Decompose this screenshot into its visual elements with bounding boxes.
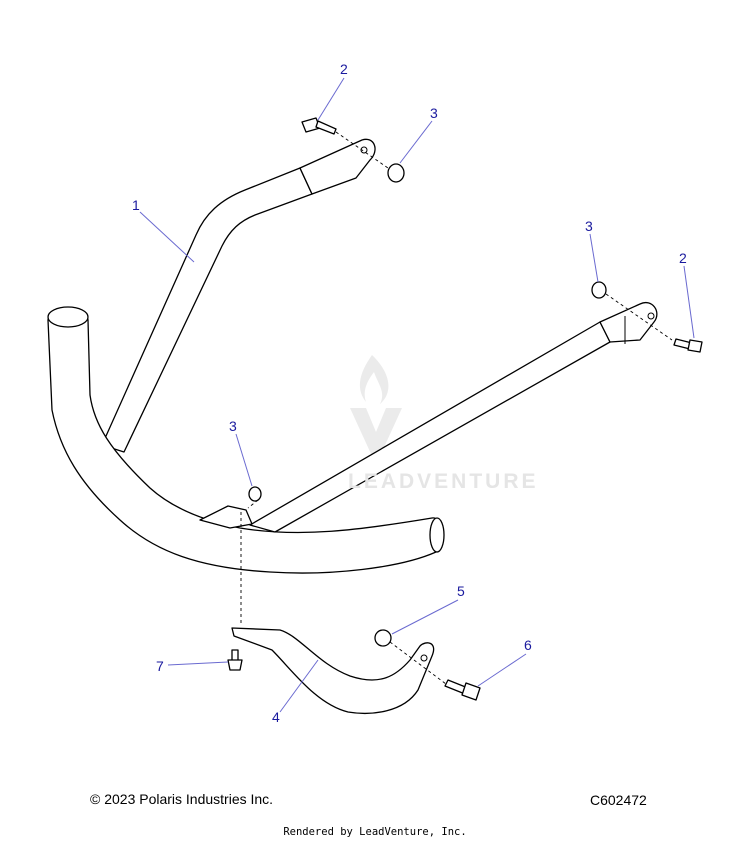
installation-lines — [240, 131, 673, 685]
nut-part-3-middle — [248, 486, 262, 502]
bolt-part-2-top — [301, 117, 337, 135]
copyright-text: © 2023 Polaris Industries Inc. — [90, 791, 274, 807]
callout-6: 6 — [524, 637, 532, 653]
callout-7: 7 — [156, 658, 164, 674]
leader-lines — [139, 77, 695, 713]
callout-3-middle: 3 — [229, 418, 237, 434]
bumper-tube-part-1 — [47, 138, 658, 574]
nut-part-3-top — [387, 163, 405, 183]
callout-4: 4 — [272, 709, 280, 725]
bolt-part-7 — [227, 649, 243, 671]
diagram-code: C602472 — [590, 792, 647, 808]
bolt-part-2-right — [673, 338, 703, 353]
callout-3-top: 3 — [430, 105, 438, 121]
leadventure-logo-watermark — [350, 355, 402, 456]
callout-5: 5 — [457, 583, 465, 599]
lower-brace-part-4 — [231, 627, 435, 715]
bolt-part-6 — [444, 679, 481, 701]
callout-2-top: 2 — [340, 61, 348, 77]
nut-part-3-right — [591, 281, 607, 299]
callout-3-right: 3 — [585, 218, 593, 234]
nut-part-5 — [374, 629, 392, 647]
rendered-by-text: Rendered by LeadVenture, Inc. — [283, 826, 467, 838]
watermark-text: LEADVENTURE — [348, 470, 539, 493]
callout-1: 1 — [132, 197, 140, 213]
callout-2-right: 2 — [679, 250, 687, 266]
